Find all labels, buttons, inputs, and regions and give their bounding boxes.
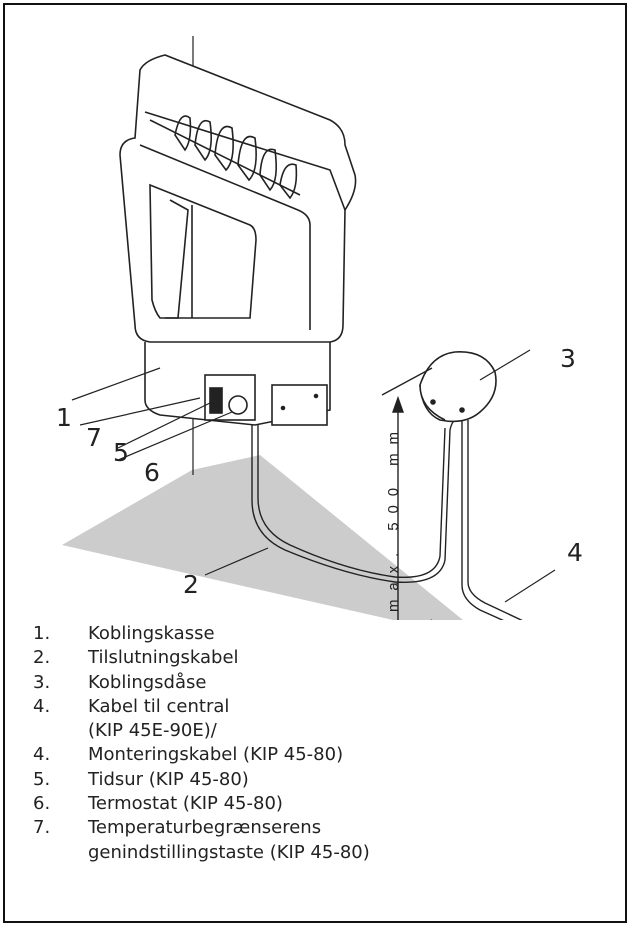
legend-item-1: 1. Koblingskasse: [30, 622, 590, 646]
legend-item-7: 7. Temperaturbegrænserens: [30, 816, 590, 840]
legend-number: 4.: [33, 695, 51, 717]
legend-text: Tidsur (KIP 45-80): [88, 768, 249, 790]
callout-2: 2: [183, 570, 199, 599]
callout-3: 3: [560, 344, 576, 373]
legend-item-4a: 4. Kabel til central: [30, 695, 590, 719]
floor-shadow: [62, 455, 463, 620]
legend-text: Koblingskasse: [88, 623, 215, 644]
heater-installation-diagram: max. 500 mm: [62, 36, 556, 620]
sauna-heater: [119, 54, 357, 426]
legend-number: 1.: [33, 623, 51, 644]
callout-1: 1: [56, 403, 72, 432]
figure-frame: [3, 3, 627, 923]
legend-number: 2.: [33, 647, 51, 669]
legend-text: Kabel til central: [88, 695, 230, 717]
legend-item-4a-cont: (KIP 45E-90E)/: [30, 719, 590, 743]
legend-number: 7.: [33, 817, 51, 839]
legend-text: genindstillingstaste (KIP 45-80): [88, 841, 370, 863]
junction-box: [419, 351, 497, 423]
legend-item-2: 2. Tilslutningskabel: [30, 646, 590, 670]
dimension-line: [381, 367, 433, 620]
callout-5: 5: [113, 438, 129, 467]
legend-number-blank: [30, 841, 88, 865]
leader-lines: [71, 349, 556, 603]
legend-item-5: 5. Tidsur (KIP 45-80): [30, 768, 590, 792]
callout-4: 4: [567, 538, 583, 567]
mounting-cable-inner: [467, 420, 523, 620]
connection-cable: [251, 417, 459, 584]
legend-item-7-cont: genindstillingstaste (KIP 45-80): [30, 841, 590, 865]
dimension-label: max. 500 mm: [385, 432, 402, 612]
legend-number: 5.: [33, 768, 51, 790]
legend-number: 3.: [33, 671, 51, 693]
legend-number-blank: [30, 719, 88, 743]
legend-number: 6.: [33, 793, 51, 815]
legend-text: (KIP 45E-90E)/: [88, 720, 217, 742]
parts-legend: 1. Koblingskasse 2. Tilslutningskabel 3.…: [30, 622, 590, 865]
legend-text: Monteringskabel (KIP 45-80): [88, 744, 344, 766]
callout-7: 7: [86, 423, 102, 452]
legend-text: Termostat (KIP 45-80): [88, 793, 283, 815]
legend-number: 4.: [33, 744, 51, 766]
legend-item-6: 6. Termostat (KIP 45-80): [30, 792, 590, 816]
callout-6: 6: [144, 458, 160, 487]
mounting-cable: [461, 420, 504, 620]
legend-text: Tilslutningskabel: [88, 647, 239, 669]
legend-item-3: 3. Koblingsdåse: [30, 671, 590, 695]
legend-text: Koblingsdåse: [88, 671, 207, 693]
legend-text: Temperaturbegrænserens: [88, 817, 322, 839]
connection-cable-inner: [257, 425, 446, 579]
legend-item-4b: 4. Monteringskabel (KIP 45-80): [30, 743, 590, 767]
